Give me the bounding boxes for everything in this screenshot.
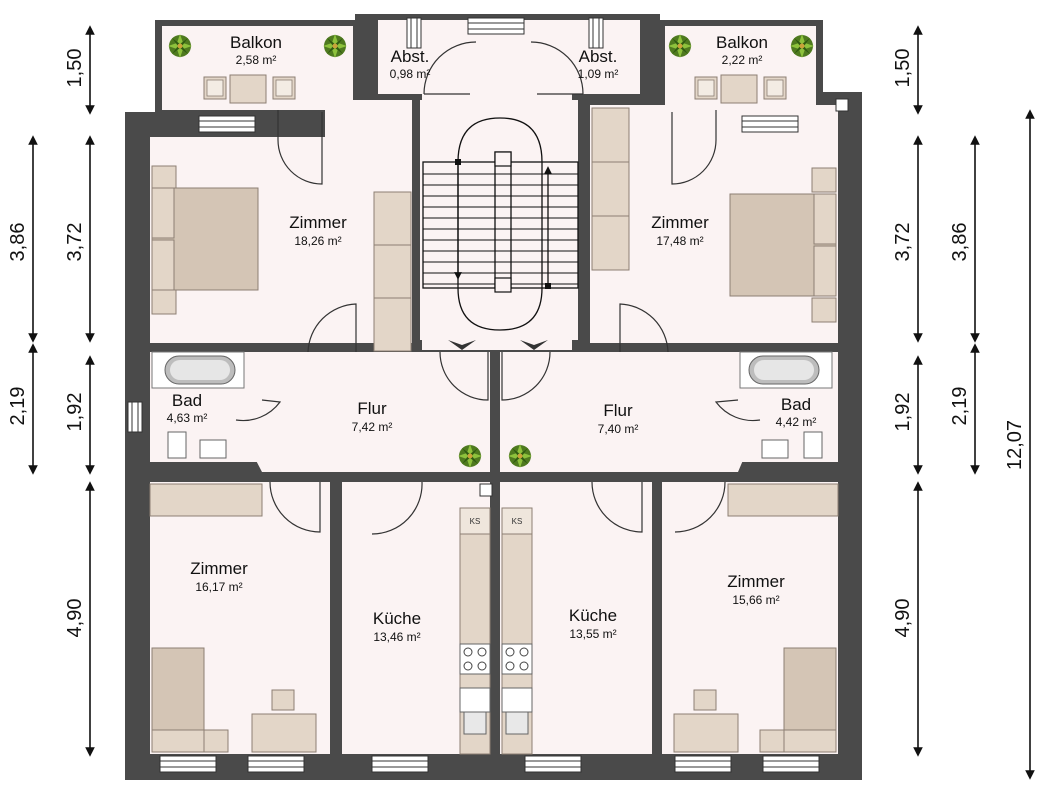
area-zimmer-br: 15,66 m² (732, 593, 779, 607)
shelf-br (727, 483, 839, 517)
dim-right-inner-4: 4,90 (892, 599, 914, 638)
area-flur-left: 7,42 m² (352, 420, 393, 434)
area-abst-right: 1,09 m² (578, 67, 619, 81)
kitchen-counter-left (459, 507, 491, 755)
area-zimmer-tr: 17,48 m² (656, 234, 703, 248)
dimensions: 3,86 2,19 1,50 3,72 1,92 4,90 1,50 3,72 … (7, 25, 1035, 780)
wardrobe-tr-3 (591, 215, 630, 271)
label-flur-left: Flur (357, 399, 387, 418)
label-abst-right: Abst. (579, 47, 618, 66)
fridge-label-right: KS (512, 517, 523, 526)
area-kueche-right: 13,55 m² (569, 627, 616, 641)
label-kueche-left: Küche (373, 609, 421, 628)
room-flur-left-floor (235, 352, 490, 472)
area-zimmer-tl: 18,26 m² (294, 234, 341, 248)
balcony-left-furniture (203, 74, 296, 104)
dim-left-outer-1: 3,86 (7, 223, 29, 262)
dim-left-inner-3: 1,92 (64, 393, 86, 432)
dim-left-inner-1: 1,50 (64, 49, 86, 88)
dim-left-inner-4: 4,90 (64, 599, 86, 638)
wardrobe-tl-1 (373, 191, 412, 246)
staircase (422, 117, 579, 350)
label-bad-right: Bad (781, 395, 811, 414)
label-abst-left: Abst. (391, 47, 430, 66)
bathtub-right (739, 351, 833, 389)
toilet-left (167, 431, 187, 459)
dim-left-outer-2: 2,19 (7, 387, 29, 426)
desk-br (673, 713, 739, 753)
label-zimmer-br: Zimmer (727, 572, 785, 591)
area-bad-left: 4,63 m² (167, 411, 208, 425)
furniture: KS KS (149, 74, 839, 755)
wardrobe-tl-2 (373, 244, 412, 299)
sink-left (199, 439, 227, 459)
area-balkon-left: 2,58 m² (236, 53, 277, 67)
dim-right-inner-2: 3,72 (892, 223, 914, 262)
dim-right-inner-3: 1,92 (892, 393, 914, 432)
chair-bl (271, 689, 295, 711)
room-labels: Balkon 2,58 m² Balkon 2,22 m² Abst. 0,98… (167, 33, 817, 644)
bathtub-left (151, 351, 245, 389)
wardrobe-tr-1 (591, 107, 630, 163)
label-zimmer-bl: Zimmer (190, 559, 248, 578)
area-zimmer-bl: 16,17 m² (195, 580, 242, 594)
dim-right-outer-2: 2,19 (949, 387, 971, 426)
dim-right-outer-1: 3,86 (949, 223, 971, 262)
label-balkon-left: Balkon (230, 33, 282, 52)
fridge-label-left: KS (470, 517, 481, 526)
label-bad-left: Bad (172, 391, 202, 410)
area-kueche-left: 13,46 m² (373, 630, 420, 644)
area-flur-right: 7,40 m² (598, 422, 639, 436)
label-zimmer-tr: Zimmer (651, 213, 709, 232)
label-balkon-right: Balkon (716, 33, 768, 52)
bed-top-left (151, 165, 259, 315)
bed-top-right (729, 167, 837, 323)
dim-right-inner-1: 1,50 (892, 49, 914, 88)
room-flur-right-floor (500, 352, 760, 472)
label-flur-right: Flur (603, 401, 633, 420)
area-bad-right: 4,42 m² (776, 415, 817, 429)
label-zimmer-tl: Zimmer (289, 213, 347, 232)
wardrobe-tr-2 (591, 161, 630, 217)
shelf-bl (149, 483, 263, 517)
area-balkon-right: 2,22 m² (722, 53, 763, 67)
dim-left-inner-2: 3,72 (64, 223, 86, 262)
kitchen-counter-right (501, 507, 533, 755)
desk-bl (251, 713, 317, 753)
dim-total: 12,07 (1004, 420, 1026, 470)
doors (235, 41, 761, 535)
toilet-right (803, 431, 823, 459)
balcony-right-furniture (694, 74, 787, 104)
wardrobe-tl-3 (373, 297, 412, 352)
area-abst-left: 0,98 m² (390, 67, 431, 81)
label-kueche-right: Küche (569, 606, 617, 625)
windows (127, 17, 849, 773)
sink-right (761, 439, 789, 459)
chair-br (693, 689, 717, 711)
